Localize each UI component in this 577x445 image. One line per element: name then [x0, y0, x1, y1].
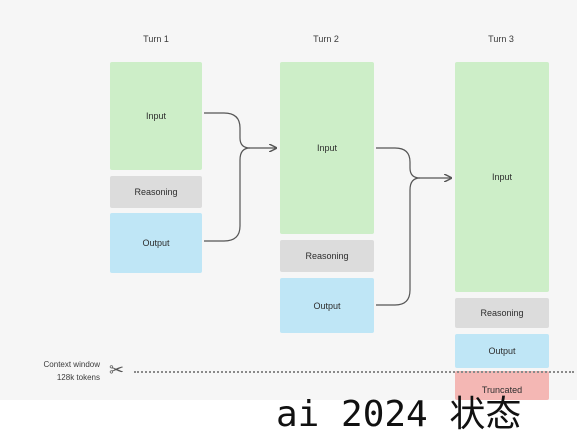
turn-2-to-turn-3-arrow — [376, 147, 451, 306]
turn-3-output-block: Output — [455, 334, 549, 368]
context-window-tokens: 128k tokens — [56, 373, 100, 382]
turn-1-output-block: Output — [110, 213, 202, 273]
turn-2-input-block: Input — [280, 62, 374, 234]
flow-arrows — [204, 112, 577, 306]
turn-3-reasoning-block: Reasoning — [455, 298, 549, 328]
context-window-cutoff-line — [134, 371, 574, 373]
turn-3-title: Turn 3 — [488, 34, 514, 44]
turn-2-title: Turn 2 — [313, 34, 339, 44]
turn-1-input-block: Input — [110, 62, 202, 170]
turn-1-to-turn-2-arrow — [204, 112, 276, 242]
watermark-text: ai 2024 状态 — [276, 394, 522, 435]
scissors-icon: ✂ — [109, 360, 125, 380]
context-window-label: Context window 128k tokens — [14, 358, 100, 384]
turn-1-title: Turn 1 — [143, 34, 169, 44]
turn-1-reasoning-block: Reasoning — [110, 176, 202, 208]
turn-3-truncated-block: Truncated — [455, 371, 549, 400]
context-window-title: Context window — [43, 360, 100, 369]
turn-3-input-block: Input — [455, 62, 549, 292]
turn-2-output-block: Output — [280, 278, 374, 333]
diagram-panel: Turn 1 Input Reasoning Output Turn 2 Inp… — [14, 34, 577, 400]
turn-2-reasoning-block: Reasoning — [280, 240, 374, 272]
